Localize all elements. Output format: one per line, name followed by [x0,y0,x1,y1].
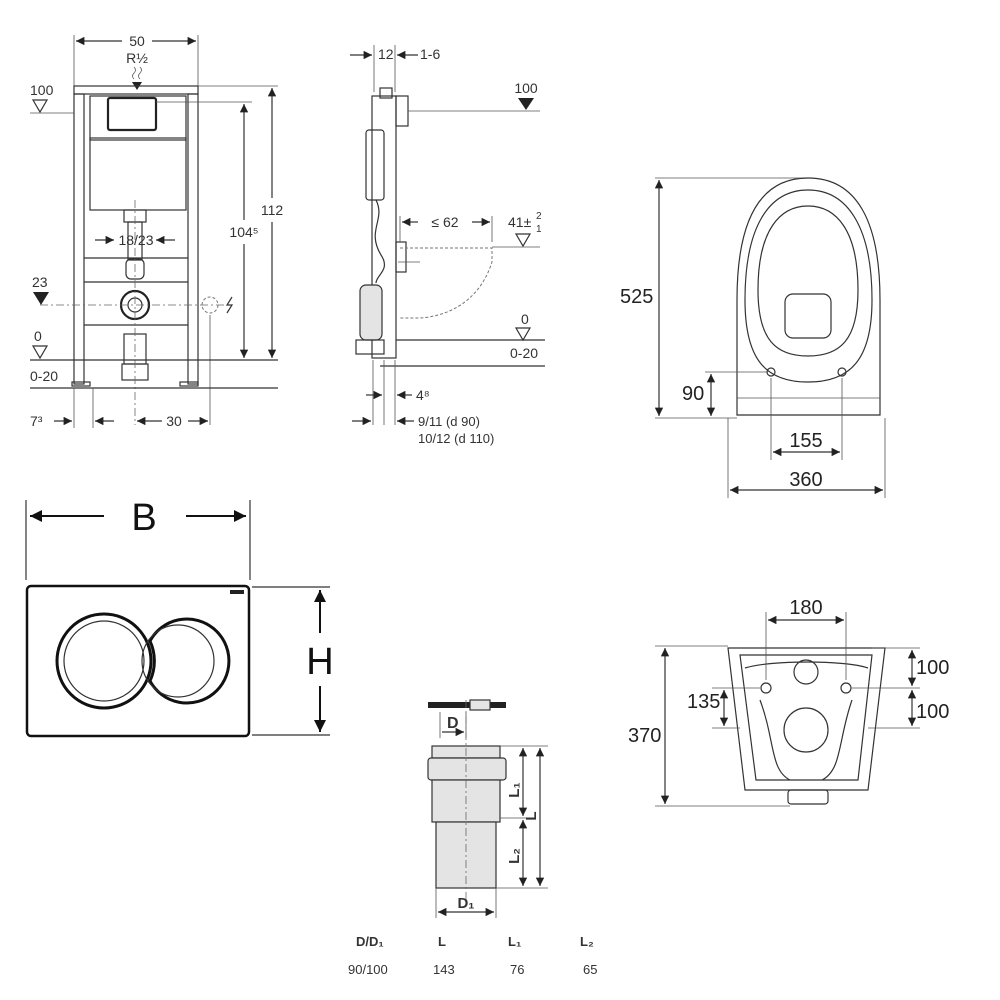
floor-range-label: 0-20 [30,368,58,384]
level-100-label: 100 [30,82,54,98]
side-level-100-label: 100 [514,80,538,96]
frame-width-label: 50 [129,33,145,49]
side-floor-range-label: 0-20 [510,345,538,361]
table-cell-l2: 65 [583,962,597,977]
frame-side-view: 12 1-6 100 ≤ 62 41± 2 1 0 0-20 4⁸ [350,45,545,446]
bowl-width-label: 360 [789,469,822,491]
bowl-projection-label: ≤ 62 [431,214,458,230]
table-cell-l1: 76 [510,962,524,977]
bolt-spacing-180-label: 180 [789,597,822,619]
water-thread-label: R½ [126,50,148,66]
level-0-label: 0 [34,328,42,344]
pipe-dimensions-table: D/D₁ L L₁ L₂ 90/100 143 76 65 [348,934,597,977]
total-height-label: 112 [261,202,284,218]
flush-button-large[interactable] [55,612,153,710]
bolt-spacing-label: 18/23 [118,232,153,248]
frame-front-view: 50 R½ 18/23 100 23 [30,33,283,429]
bowl-height-label: 41± [508,214,532,230]
table-cell-l: 143 [433,962,455,977]
bowl-height-tolerance-up: 2 [536,211,542,222]
hole-offset-label: 90 [682,383,704,405]
upper-100-label: 100 [916,657,949,679]
bowl-height-tolerance-down: 1 [536,224,542,235]
drain-pipe-view: D L₁ L L₂ D₁ [427,699,548,918]
bowl-height-370-label: 370 [628,725,661,747]
pipe-l2-label: L₂ [506,848,523,864]
table-header-l2: L₂ [580,934,594,949]
level-23-label: 23 [32,274,48,290]
table-header-d: D/D₁ [356,934,384,949]
pipe-d1-label: D₁ [457,895,474,912]
pipe-offset-d90-label: 9/11 (d 90) [418,414,480,429]
plate-width-label: B [131,497,156,539]
lower-100-label: 100 [916,701,949,723]
flush-button-small[interactable] [148,617,231,705]
pipe-offset-d110-label: 10/12 (d 110) [418,431,494,446]
flush-plate [25,584,251,738]
frame-height-label: 104⁵ [229,224,258,240]
plate-height-label: H [306,641,333,683]
flush-plate-opening [106,96,158,132]
depth-label: 12 [378,46,394,62]
bowl-back-view: 180 100 100 135 370 [628,597,949,807]
power-offset-label: 30 [166,413,182,429]
pipe-l-label: L [523,811,540,820]
pipe-offset-label: 4⁸ [416,387,430,403]
side-level-0-label: 0 [521,311,529,327]
flush-plate-view: B H [25,497,334,738]
hole-height-135-label: 135 [687,691,720,713]
pipe-d-label: D [447,715,459,732]
pipe-l1-label: L₁ [506,782,523,797]
hole-spacing-label: 155 [789,430,822,452]
table-header-l1: L₁ [508,934,521,949]
bowl-length-label: 525 [620,286,653,308]
left-offset-label: 7³ [30,413,43,429]
table-header-l: L [438,934,446,949]
table-cell-d: 90/100 [348,962,388,977]
bowl-top-view: 525 90 155 360 [620,177,886,498]
adjust-range-label: 1-6 [420,46,440,62]
